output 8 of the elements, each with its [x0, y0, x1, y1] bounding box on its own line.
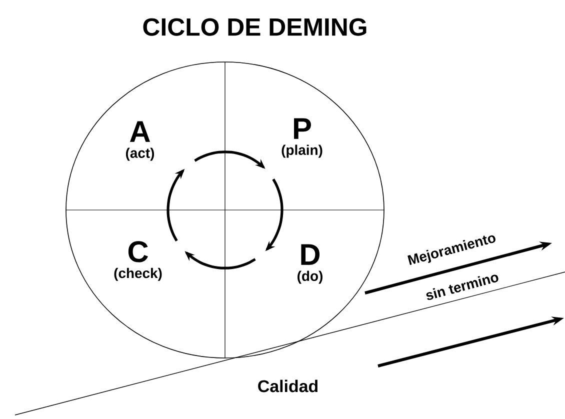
- slope-label: Calidad: [258, 380, 318, 392]
- title: CICLO DE DEMING: [143, 18, 366, 36]
- quadrant-label: C (check): [114, 241, 162, 281]
- quadrant-label: D (do): [298, 244, 322, 284]
- quadrant-label: P (plain): [282, 118, 322, 158]
- quadrant-label: A (act): [126, 121, 154, 161]
- quadrant-circle: [66, 62, 384, 358]
- slope-label: sin termino: [426, 274, 498, 300]
